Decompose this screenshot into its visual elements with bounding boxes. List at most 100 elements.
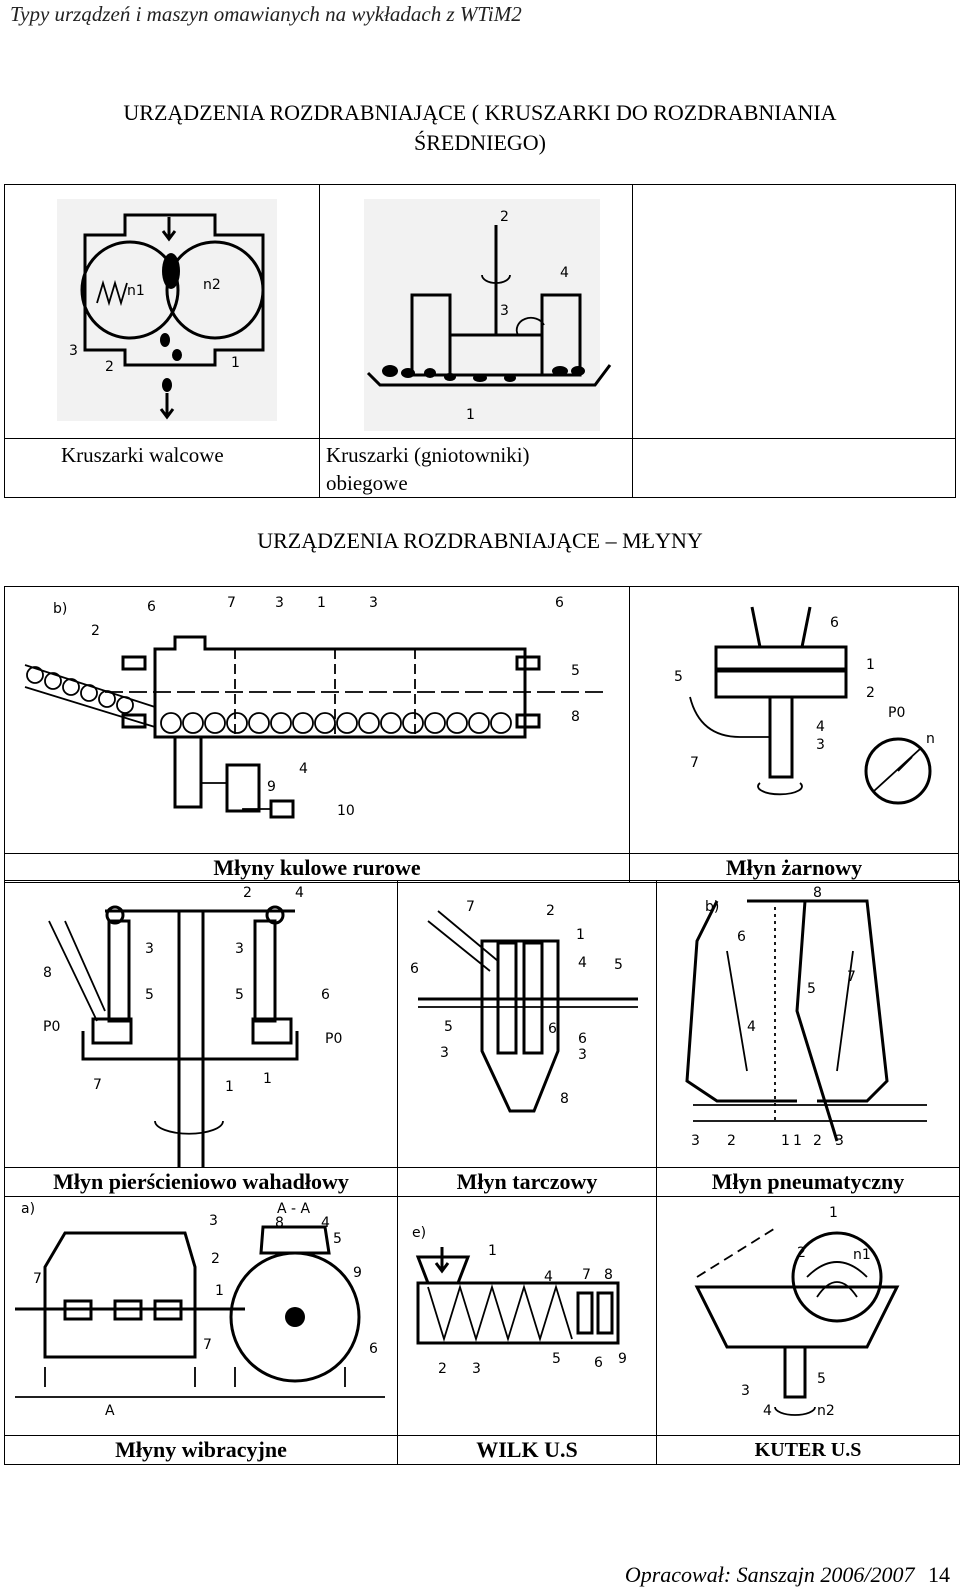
label-6a: 6: [410, 961, 419, 977]
label-6: 6: [737, 929, 746, 945]
label-6: 6: [594, 1355, 603, 1371]
label-2: 2: [546, 903, 555, 919]
page-number: 14: [928, 1562, 950, 1587]
label-5a: 5: [145, 987, 154, 1003]
vibratory-mill-diagram: a) A - A A 1 2 3 4 5 6 7 7 8 9: [15, 1201, 385, 1419]
mills-table-row-b: 1 1 2 3 3 4 5 5 6 7 8 P0 P0: [4, 880, 960, 1197]
label-3a: 3: [440, 1045, 449, 1061]
figure-cell-wilk: e) 1 2 3 4 5 6 7 8 9: [397, 1196, 657, 1436]
label-1: 1: [215, 1283, 224, 1299]
label-6c: 6: [578, 1031, 587, 1047]
label-4: 4: [295, 885, 304, 901]
label-3: 3: [816, 737, 825, 753]
label-3a: 3: [145, 941, 154, 957]
label-2: 2: [500, 209, 509, 225]
figure-cell-tarczowy: 1 2 3 3 4 5 5 6 6 6 7 8: [397, 880, 657, 1168]
label-5a: 5: [444, 1019, 453, 1035]
label-n2: n2: [203, 277, 221, 293]
label-p0: P0: [888, 705, 905, 721]
caption-kruszarki-walcowe: Kruszarki walcowe: [4, 438, 320, 498]
figure-cell-empty: [632, 184, 956, 439]
label-4: 4: [747, 1019, 756, 1035]
label-3a: 3: [691, 1133, 700, 1149]
figure-cell-obiegowe: 1 2 3 4: [319, 184, 633, 439]
caption-cell-empty: [632, 438, 956, 498]
label-5: 5: [807, 981, 816, 997]
label-b: b): [53, 601, 67, 617]
figure-cell-pneumatyczny: b) 1 1 2 2 3 3 4 5 6 7 8: [656, 880, 960, 1168]
label-7: 7: [466, 899, 475, 915]
label-8: 8: [275, 1215, 284, 1231]
pendulum-ring-mill-diagram: 1 1 2 3 3 4 5 5 6 7 8 P0 P0: [43, 885, 342, 1167]
label-1: 1: [231, 355, 240, 371]
label-6b: 6: [548, 1021, 557, 1037]
figure-cell-kulowe: b) 1 2 3 3 4 5 6 6 7 8 9 10: [4, 586, 630, 854]
label-6b: 6: [555, 595, 564, 611]
caption-obiegowe-line2: obiegowe: [326, 471, 408, 495]
label-5: 5: [674, 669, 683, 685]
caption-mlyny-wibracyjne: Młyny wibracyjne: [4, 1435, 398, 1465]
label-3a: 3: [275, 595, 284, 611]
label-8: 8: [604, 1267, 613, 1283]
label-2: 2: [105, 359, 114, 375]
caption-kruszarki-obiegowe: Kruszarki (gniotowniki) obiegowe: [319, 438, 633, 498]
label-1a: 1: [781, 1133, 790, 1149]
crushers-table: n1 n2 1 2 3: [4, 184, 956, 498]
label-a-a: A - A: [277, 1201, 311, 1217]
label-4: 4: [578, 955, 587, 971]
label-7: 7: [847, 969, 856, 985]
label-4: 4: [763, 1403, 772, 1419]
label-4: 4: [544, 1269, 553, 1285]
label-2: 2: [797, 1245, 806, 1261]
label-6: 6: [369, 1341, 378, 1357]
label-1: 1: [317, 595, 326, 611]
label-6: 6: [321, 987, 330, 1003]
label-3: 3: [472, 1361, 481, 1377]
disc-mill-diagram: 1 2 3 3 4 5 5 6 6 6 7 8: [410, 899, 638, 1113]
caption-obiegowe-line1: Kruszarki (gniotowniki): [326, 443, 530, 467]
label-1b: 1: [793, 1133, 802, 1149]
document-footer: Opracował: Sanszajn 2006/2007 14: [625, 1562, 950, 1588]
label-p0-right: P0: [325, 1031, 342, 1047]
label-n1: n1: [127, 283, 145, 299]
label-8: 8: [813, 885, 822, 901]
label-4: 4: [816, 719, 825, 735]
edge-runner-diagram: 1 2 3 4: [364, 199, 612, 431]
meat-grinder-diagram: e) 1 2 3 4 5 6 7 8 9: [412, 1225, 627, 1377]
label-2: 2: [243, 885, 252, 901]
label-9: 9: [267, 779, 276, 795]
label-2b: 2: [813, 1133, 822, 1149]
label-b: b): [705, 899, 719, 915]
label-1a: 1: [225, 1079, 234, 1095]
label-5: 5: [333, 1231, 342, 1247]
label-6a: 6: [147, 599, 156, 615]
footer-credit: Opracował: Sanszajn 2006/2007: [624, 1562, 915, 1587]
label-5b: 5: [614, 957, 623, 973]
label-7: 7: [690, 755, 699, 771]
label-2: 2: [438, 1361, 447, 1377]
label-1: 1: [866, 657, 875, 673]
label-2a: 2: [727, 1133, 736, 1149]
tube-ball-mill-diagram: b) 1 2 3 3 4 5 6 6 7 8 9 10: [24, 595, 605, 819]
caption-mlyn-pneumatyczny: Młyn pneumatyczny: [656, 1167, 960, 1197]
caption-mlyn-zarnowy: Młyn żarnowy: [629, 853, 959, 883]
label-p0-left: P0: [43, 1019, 60, 1035]
caption-mlyn-pierscieniowo-wahadlowy: Młyn pierścieniowo wahadłowy: [4, 1167, 398, 1197]
caption-kuter: KUTER U.S: [656, 1435, 960, 1465]
label-a: a): [21, 1201, 35, 1217]
label-4: 4: [299, 761, 308, 777]
label-7: 7: [227, 595, 236, 611]
label-2: 2: [211, 1251, 220, 1267]
caption-mlyn-tarczowy: Młyn tarczowy: [397, 1167, 657, 1197]
label-6: 6: [830, 615, 839, 631]
pneumatic-mill-diagram: b) 1 1 2 2 3 3 4 5 6 7 8: [685, 885, 927, 1149]
label-5b: 5: [235, 987, 244, 1003]
mills-table-row-c: a) A - A A 1 2 3 4 5 6 7 7 8 9: [4, 1196, 960, 1465]
label-a-bottom: A: [105, 1403, 115, 1419]
label-8: 8: [571, 709, 580, 725]
label-9: 9: [353, 1265, 362, 1281]
label-4: 4: [560, 265, 569, 281]
label-9: 9: [618, 1351, 627, 1367]
figure-cell-walcowe: n1 n2 1 2 3: [4, 184, 320, 439]
section-title-line2: ŚREDNIEGO): [414, 130, 546, 155]
